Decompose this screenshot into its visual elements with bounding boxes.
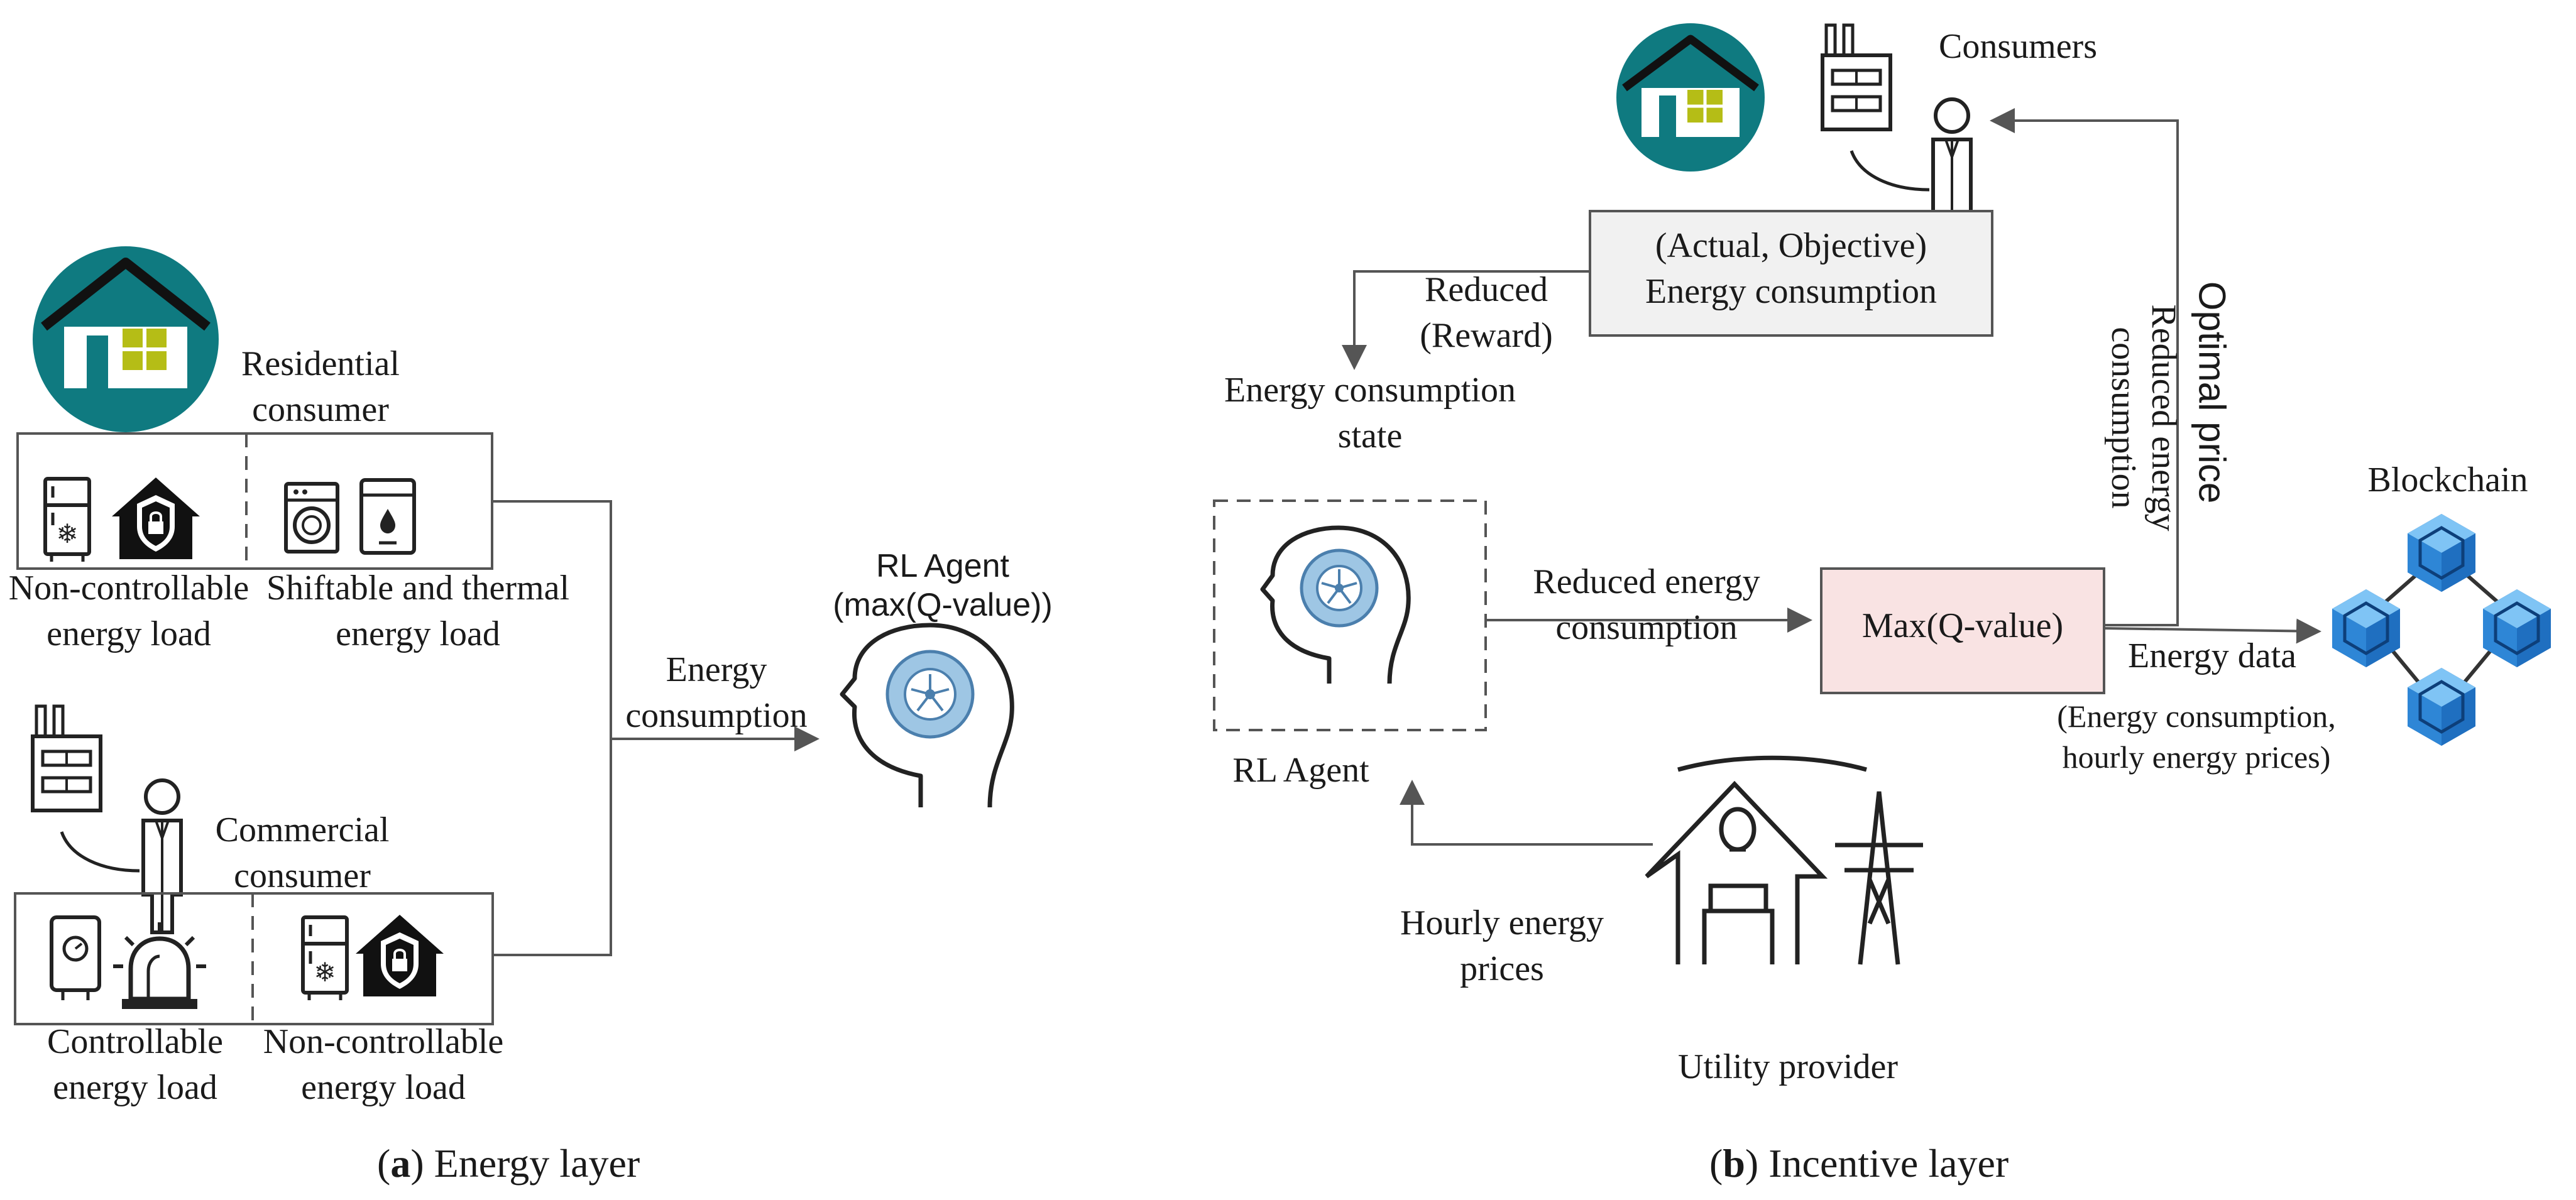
washing-machine-icon [286,484,337,552]
rl-agent-box [1213,499,1487,731]
caption-a-letter: a [390,1141,411,1186]
q-value-label: Max(Q-value) [1861,606,2064,645]
commercial-load-label-1: Controllable energy load [47,1022,223,1107]
utility-provider-icon [1645,755,1923,965]
rl-agent-brain-icon [1260,525,1411,684]
boiler-icon [52,917,99,1000]
blockchain-icon [2332,514,2551,746]
commercial-consumer-label: Commercial consumer [215,810,390,895]
reduced-consumption-vertical-label: Reduced energy consumption [2103,304,2183,532]
energy-data-label: Energy data [2128,636,2296,675]
caption-b: (b) Incentive layer [1709,1141,2009,1186]
consumer-house-icon [1616,23,1765,172]
caption-a: (a) Energy layer [377,1141,640,1186]
hourly-prices-label: Hourly energy prices [1400,903,1604,988]
home-security-icon [354,914,445,998]
alarm-light-icon [113,922,206,1009]
consumption-state-label: Energy consumption state [1224,371,1516,455]
commercial-load-label-2: Non-controllable energy load [263,1022,504,1107]
utility-provider-label: Utility provider [1678,1047,1898,1086]
optimal-price-label: Optimal price [2191,281,2233,504]
water-heater-icon [361,480,414,553]
energy-consumption-arrow-label: Energy consumption [625,650,808,735]
caption-b-text: Incentive layer [1768,1141,2009,1186]
caption-b-letter: b [1723,1141,1745,1186]
consumers-label: Consumers [1939,27,2097,66]
blockchain-label: Blockchain [2367,461,2528,499]
energy-data-detail-label: (Energy consumption, hourly energy price… [2057,699,2336,775]
reduced-consumption-label: Reduced energy consumption [1533,562,1760,647]
refrigerator-icon [303,917,347,1000]
residential-house-icon [33,246,219,432]
residential-load-label-1: Non-controllable energy load [8,569,249,653]
rl-agent-brain-icon [840,623,1014,808]
objective-box-label: (Actual, Objective) Energy consumption [1645,226,1937,311]
reward-label: Reduced (Reward) [1420,270,1553,355]
q-value-box [1820,567,2105,694]
incentive-layer-connectors [1342,108,2321,846]
residential-load-label-2: Shiftable and thermal energy load [266,569,570,653]
rl-agent-title: RL Agent [875,548,1009,584]
commercial-factory-person-icon [33,706,181,932]
objective-box [1589,210,1993,337]
caption-a-text: Energy layer [434,1141,640,1186]
rl-agent-label: RL Agent [1232,751,1369,790]
home-security-icon [111,476,201,560]
refrigerator-icon [45,479,89,562]
residential-consumer-label: Residential consumer [241,344,400,429]
energy-layer-connectors [492,500,819,956]
rl-agent-subtitle: (max(Q-value)) [833,587,1053,623]
